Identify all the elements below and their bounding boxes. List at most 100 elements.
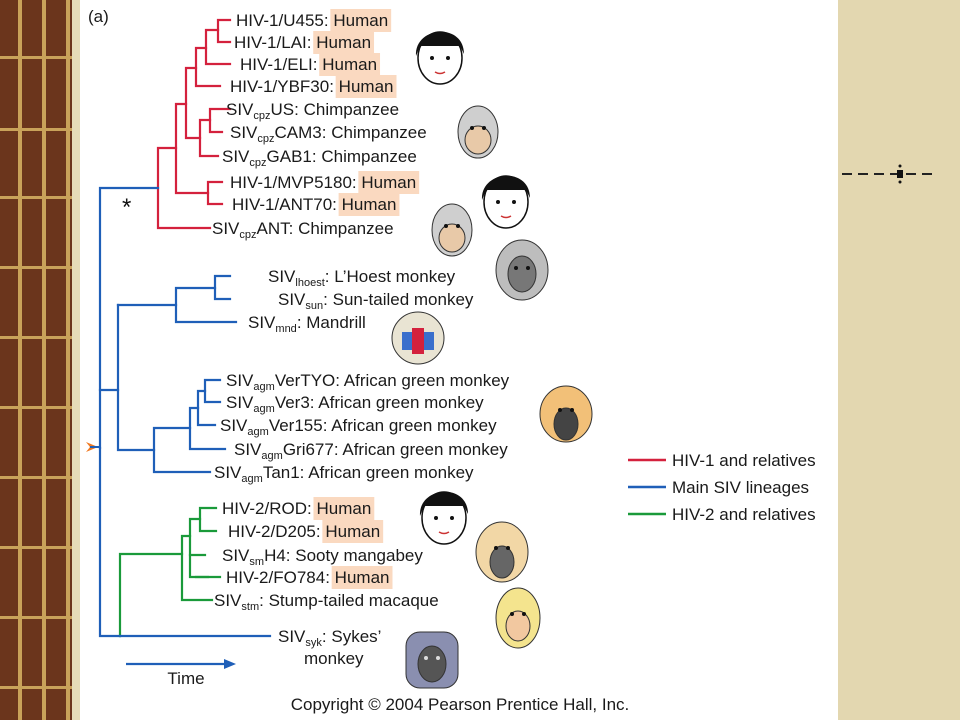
arrow-head-icon — [224, 659, 236, 669]
svg-text:HIV-1/U455: Human: HIV-1/U455: Human — [236, 11, 388, 30]
taxon-label: SIVagmVer3: African green monkey — [226, 393, 484, 415]
human-face-icon — [481, 175, 530, 229]
host-name: Sun-tailed monkey — [333, 290, 474, 309]
svg-text:HIV-1/MVP5180: Human: HIV-1/MVP5180: Human — [230, 173, 416, 192]
svg-text:SIVagmTan1: African green monk: SIVagmTan1: African green monkey — [214, 463, 474, 485]
mandrill-face-icon — [391, 311, 445, 365]
host-name: Human — [316, 33, 371, 52]
svg-text:HIV-1 and relatives: HIV-1 and relatives — [672, 451, 816, 470]
time-axis: Time — [126, 659, 236, 688]
taxon-label: HIV-1/LAI: Human — [234, 31, 375, 54]
legend-item: HIV-2 and relatives — [628, 505, 816, 524]
host-name: Human — [361, 173, 416, 192]
svg-text:HIV-1/YBF30: Human: HIV-1/YBF30: Human — [230, 77, 393, 96]
svg-text:SIVcpzANT: Chimpanzee: SIVcpzANT: Chimpanzee — [212, 219, 394, 241]
svg-text:SIVagmVer155: African green mo: SIVagmVer155: African green monkey — [220, 416, 497, 438]
human-host-highlight — [313, 497, 375, 520]
human-host-highlight — [335, 75, 397, 98]
host-name: African green monkey — [342, 440, 508, 459]
human-host-highlight — [319, 53, 381, 76]
taxon-label: HIV-1/MVP5180: Human — [230, 171, 420, 194]
host-name: Chimpanzee — [331, 123, 426, 142]
host-name: Human — [322, 55, 377, 74]
host-name: Chimpanzee — [298, 219, 393, 238]
host-name: African green monkey — [318, 393, 484, 412]
monkey-face-icon — [475, 521, 529, 583]
host-name: Human — [325, 522, 380, 541]
taxon-label: SIVcpzANT: Chimpanzee — [212, 219, 394, 241]
taxon-label: HIV-1/ANT70: Human — [232, 193, 400, 216]
svg-text:SIVsmH4: Sooty mangabey: SIVsmH4: Sooty mangabey — [222, 546, 423, 568]
chimpanzee-face-icon — [431, 203, 473, 257]
svg-text:HIV-2/D205: Human: HIV-2/D205: Human — [228, 522, 380, 541]
host-name: Stump-tailed macaque — [269, 591, 439, 610]
svg-text:HIV-1/ELI: Human: HIV-1/ELI: Human — [240, 55, 377, 74]
host-name: Mandrill — [306, 313, 366, 332]
taxon-label: SIVcpzCAM3: Chimpanzee — [230, 123, 427, 145]
taxon-label: SIVagmVer155: African green monkey — [220, 416, 497, 438]
host-icons — [391, 31, 593, 689]
legend-item: HIV-1 and relatives — [628, 451, 816, 470]
copyright-caption: Copyright © 2004 Pearson Prentice Hall, … — [291, 695, 630, 714]
tree-branch — [116, 303, 156, 452]
host-name: L’Hoest monkey — [334, 267, 455, 286]
chimpanzee-face-icon — [457, 105, 499, 159]
figure-panel — [80, 0, 838, 720]
taxon-label: HIV-1/YBF30: Human — [230, 75, 397, 98]
host-name: Human — [342, 195, 397, 214]
svg-text:SIVagmVer3: African green monk: SIVagmVer3: African green monkey — [226, 393, 484, 415]
host-name: Human — [339, 77, 394, 96]
monkey-face-icon — [405, 631, 459, 689]
svg-text:HIV-1/ANT70: Human: HIV-1/ANT70: Human — [232, 195, 396, 214]
panel-label: (a) — [88, 7, 109, 26]
host-name: Sooty mangabey — [295, 546, 423, 565]
human-face-icon — [415, 31, 464, 85]
taxon-label: SIVagmTan1: African green monkey — [214, 463, 474, 485]
svg-text:monkey: monkey — [304, 649, 364, 668]
host-name: Human — [333, 11, 388, 30]
svg-text:SIVagmGri677: African green mo: SIVagmGri677: African green monkey — [234, 440, 508, 462]
host-name: Sykes’ — [331, 627, 381, 646]
host-name: Chimpanzee — [321, 147, 416, 166]
taxon-label: SIVlhoest: L’Hoest monkey — [268, 267, 456, 289]
svg-text:SIVlhoest: L’Hoest monkey: SIVlhoest: L’Hoest monkey — [268, 267, 456, 289]
time-label: Time — [167, 669, 204, 688]
human-host-highlight — [330, 9, 392, 32]
phylogenetic-tree — [98, 18, 272, 638]
taxon-label: HIV-2/D205: Human — [228, 520, 384, 543]
taxon-label: SIVsmH4: Sooty mangabey — [222, 546, 423, 568]
root-arrow-icon — [86, 442, 100, 452]
taxon-label: SIVcpzUS: Chimpanzee — [226, 100, 399, 122]
svg-text:SIVcpzCAM3: Chimpanzee: SIVcpzCAM3: Chimpanzee — [230, 123, 427, 145]
human-host-highlight — [338, 193, 400, 216]
asterisk-marker: * — [122, 194, 131, 221]
svg-text:HIV-2/FO784: Human: HIV-2/FO784: Human — [226, 568, 389, 587]
host-name: Chimpanzee — [304, 100, 399, 119]
human-face-icon — [419, 491, 468, 545]
taxon-label: HIV-1/ELI: Human — [240, 53, 381, 76]
taxon-label: SIVmnd: Mandrill — [248, 313, 366, 335]
human-host-highlight — [322, 520, 384, 543]
taxon-label: SIVagmVerTYO: African green monkey — [226, 371, 510, 393]
svg-text:SIVsun: Sun-tailed monkey: SIVsun: Sun-tailed monkey — [278, 290, 474, 312]
monkey-face-icon — [495, 239, 549, 301]
svg-text:HIV-2 and relatives: HIV-2 and relatives — [672, 505, 816, 524]
svg-text:HIV-2/ROD: Human: HIV-2/ROD: Human — [222, 499, 371, 518]
taxon-label: SIVsun: Sun-tailed monkey — [278, 290, 474, 312]
svg-text:SIVstm: Stump-tailed macaque: SIVstm: Stump-tailed macaque — [214, 591, 439, 613]
svg-text:SIVsyk: Sykes’: SIVsyk: Sykes’ — [278, 627, 381, 649]
tree-branch — [118, 552, 184, 638]
dashed-rule — [842, 164, 932, 184]
svg-text:Main SIV lineages: Main SIV lineages — [672, 478, 809, 497]
tree-branch — [188, 553, 210, 579]
taxon-label: SIVsyk: Sykes’monkey — [278, 627, 381, 668]
human-host-highlight — [313, 31, 375, 54]
tree-branch — [98, 186, 160, 450]
taxon-label: SIVagmGri677: African green monkey — [234, 440, 508, 462]
legend-item: Main SIV lineages — [628, 478, 809, 497]
host-name: African green monkey — [308, 463, 474, 482]
svg-text:SIVcpzUS: Chimpanzee: SIVcpzUS: Chimpanzee — [226, 100, 399, 122]
svg-text:HIV-1/LAI: Human: HIV-1/LAI: Human — [234, 33, 371, 52]
